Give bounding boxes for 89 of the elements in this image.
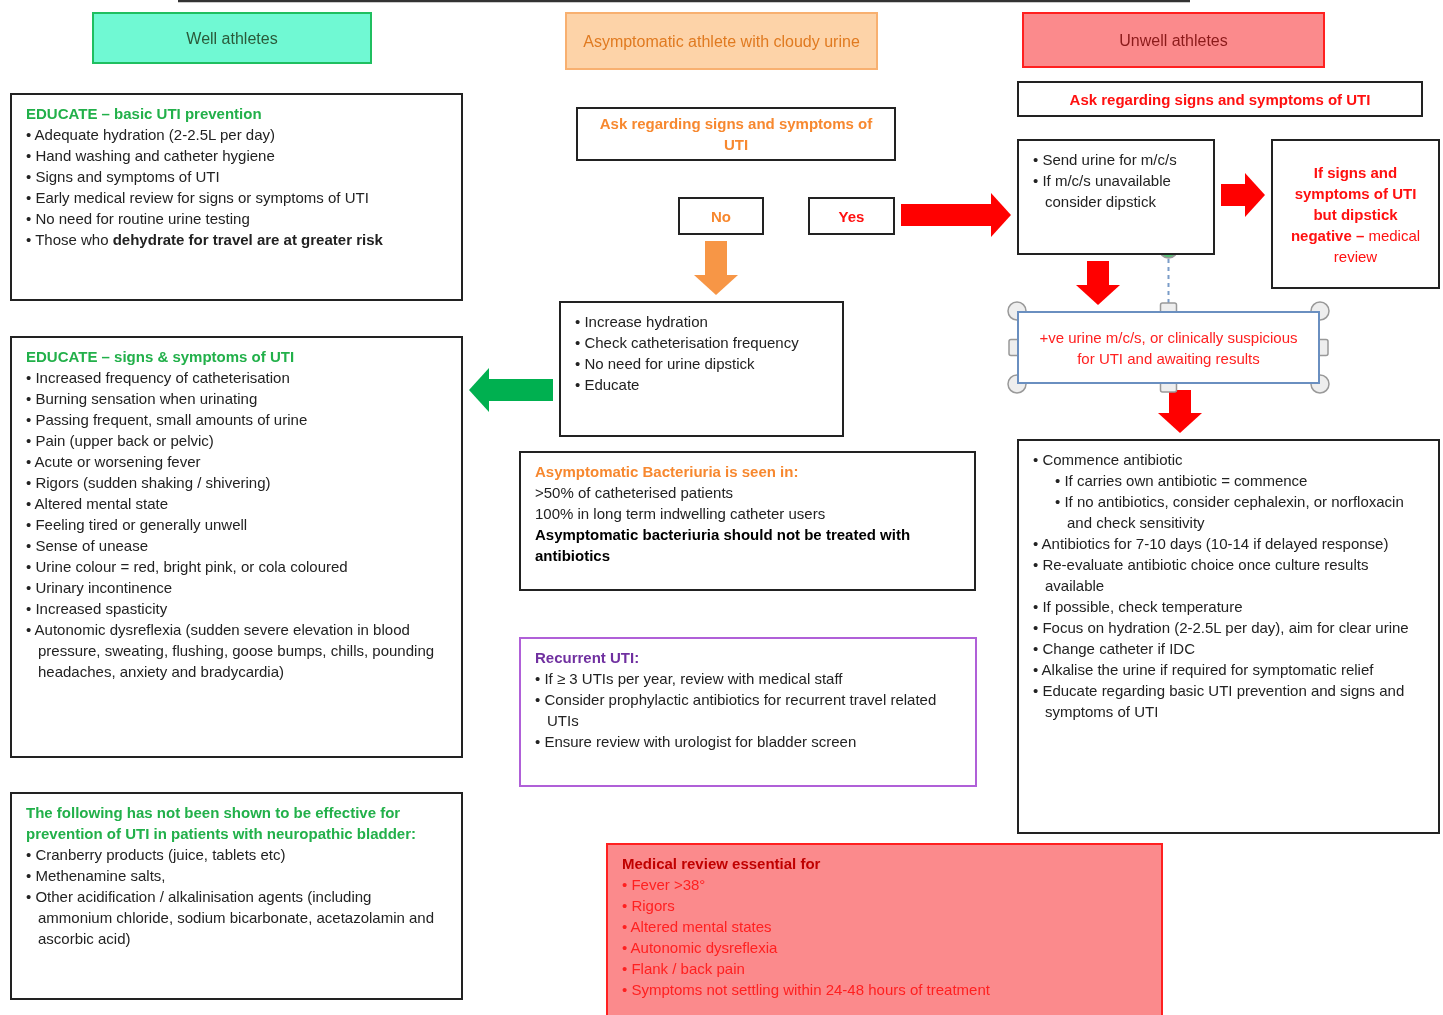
bullet-item: • Educate regarding basic UTI prevention and signs and symptoms of UTI [1033,681,1406,722]
info-box [10,792,463,1000]
info-box [519,451,976,591]
bullet-item: • No need for routine urine testing [26,209,251,229]
process-box [1017,311,1320,384]
bullet-item: • Autonomic dysreflexia [622,938,779,958]
bullet-item: • Pain (upper back or pelvic) [26,431,215,451]
info-box [606,843,1163,1015]
process-box [1017,81,1423,117]
category-header [1022,12,1325,68]
process-box [1271,139,1440,289]
bullet-item: • Change catheter if IDC [1033,639,1196,659]
bullet-item: • No need for urine dipstick [575,354,756,374]
info-box [559,301,844,437]
info-box [1017,439,1440,834]
box-label: If signs and symptoms of UTI but dipstick negative – medical review [1289,162,1422,267]
block-arrow [694,241,738,295]
bullet-item: • Sense of unease [26,536,149,556]
header-label: Well athletes [186,28,278,49]
process-box [576,107,896,161]
header-label: Unwell athletes [1119,30,1228,51]
bullet-item: • If ≥ 3 UTIs per year, review with medical staff [535,669,844,689]
bullet-item: • Ensure review with urologist for bladder screen [535,732,858,752]
block-arrow [1158,390,1202,433]
bullet-item: • If m/c/s unavailable consider dipstick [1033,171,1172,212]
bullet-item: • Rigors (sudden shaking / shivering) [26,473,272,493]
info-box [10,336,463,758]
bullet-item: • Commence antibiotic [1033,450,1184,470]
box-heading: Medical review essential for [622,854,822,874]
bullet-item: • Acute or worsening fever [26,452,202,472]
bullet-item: • Signs and symptoms of UTI [26,167,221,187]
bullet-item: • Increased frequency of catheterisation [26,368,291,388]
header-label: Asymptomatic athlete with cloudy urine [583,31,860,52]
info-text: Asymptomatic bacteriuria should not be treated with antibiotics [535,525,912,566]
box-label: Ask regarding signs and symptoms of UTI [1069,89,1371,110]
process-box [808,197,895,235]
bullet-item: • If no antibiotics, consider cephalexin, or norfloxacin and check sensitivity [1055,492,1405,533]
bullet-item: • Cranberry products (juice, tablets etc) [26,845,287,865]
bullet-item: • Increase hydration [575,312,709,332]
box-heading: EDUCATE – signs & symptoms of UTI [26,347,296,367]
box-heading: Asymptomatic Bacteriuria is seen in: [535,462,800,482]
category-header [565,12,878,70]
bullet-item: • Focus on hydration (2-2.5L per day), aim for clear urine [1033,618,1410,638]
bullet-item: • Altered mental states [622,917,773,937]
box-heading: Recurrent UTI: [535,648,641,668]
box-label: Yes [838,206,865,227]
bullet-item: • Symptoms not settling within 24-48 hours of treatment [622,980,991,1000]
info-box [1017,139,1215,255]
bullet-item: • Send urine for m/c/s [1033,150,1178,170]
bullet-item: • If carries own antibiotic = commence [1055,471,1309,491]
info-box [10,93,463,301]
bullet-item: • Fever >38° [622,875,707,895]
bullet-item: • Educate [575,375,641,395]
box-label: No [711,206,731,227]
bullet-item: • Altered mental state [26,494,169,514]
box-heading: EDUCATE – basic UTI prevention [26,104,263,124]
block-arrow [1076,261,1120,305]
bullet-item: • Re-evaluate antibiotic choice once culture results available [1033,555,1370,596]
bullet-item: • Burning sensation when urinating [26,389,259,409]
bullet-item: • Other acidification / alkalinisation agents (including ammonium chloride, sodium bicarbonate, acetazolamin and ascorbic acid) [26,887,436,949]
block-arrow [901,193,1011,237]
bullet-item: • Check catheterisation frequency [575,333,800,353]
bullet-item: • Passing frequent, small amounts of urine [26,410,309,430]
box-heading: The following has not been shown to be effective for prevention of UTI in patients with neuropathic bladder: [26,803,417,844]
info-text: >50% of catheterised patients [535,483,735,503]
info-box [519,637,977,787]
bullet-item: • Methenamine salts, [26,866,167,886]
bullet-item: • Hand washing and catheter hygiene [26,146,276,166]
block-arrow [1221,173,1265,217]
bullet-item: • Urine colour = red, bright pink, or cola coloured [26,557,349,577]
bullet-item: • Flank / back pain [622,959,746,979]
block-arrow [469,368,553,412]
info-text: 100% in long term indwelling catheter users [535,504,827,524]
bullet-item: • If possible, check temperature [1033,597,1244,617]
bullet-item: • Consider prophylactic antibiotics for recurrent travel related UTIs [535,690,938,731]
bullet-item: • Those who dehydrate for travel are at greater risk [26,230,384,250]
bullet-item: • Urinary incontinence [26,578,174,598]
bullet-item: • Rigors [622,896,676,916]
bullet-item: • Adequate hydration (2-2.5L per day) [26,125,277,145]
bullet-item: • Antibiotics for 7-10 days (10-14 if delayed response) [1033,534,1390,554]
box-label: +ve urine m/c/s, or clinically suspicious for UTI and awaiting results [1038,327,1299,369]
category-header [92,12,372,64]
bullet-item: • Early medical review for signs or symptoms of UTI [26,188,370,208]
bullet-item: • Alkalise the urine if required for symptomatic relief [1033,660,1375,680]
bullet-item: • Autonomic dysreflexia (sudden severe elevation in blood pressure, sweating, flushing, goose bumps, chills, pounding headaches, anxiety and bradycardia) [26,620,436,682]
process-box [678,197,764,235]
bullet-item: • Feeling tired or generally unwell [26,515,249,535]
bullet-item: • Increased spasticity [26,599,169,619]
box-label: Ask regarding signs and symptoms of UTI [598,114,874,155]
